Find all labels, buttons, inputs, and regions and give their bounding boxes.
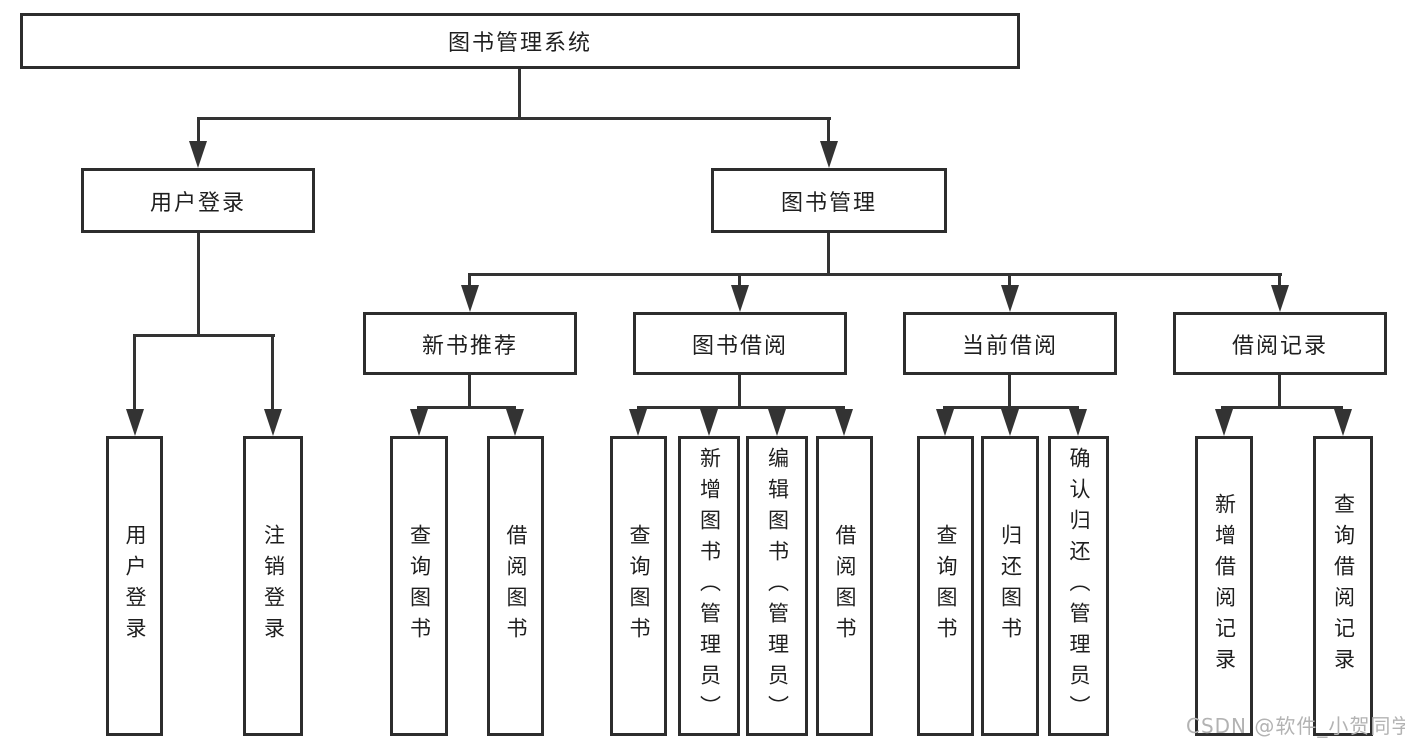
connector-horizontal xyxy=(637,406,845,409)
node-book-borrow: 图书借阅 xyxy=(633,312,847,375)
connector-vertical xyxy=(468,276,471,288)
leaf-logout: 注销登录 xyxy=(243,436,303,736)
connector-vertical xyxy=(518,69,521,119)
leaf-query-book-borrow: 查询图书 xyxy=(610,436,667,736)
connector-vertical xyxy=(133,336,136,411)
connector-vertical xyxy=(827,120,830,144)
arrow-down-icon xyxy=(700,409,718,436)
leaf-borrow-book: 借阅图书 xyxy=(816,436,873,736)
arrow-down-icon xyxy=(126,409,144,436)
arrow-down-icon xyxy=(189,141,207,168)
leaf-edit-book-admin: 编辑图书（管理员） xyxy=(746,436,808,736)
arrow-down-icon xyxy=(936,409,954,436)
arrow-down-icon xyxy=(731,285,749,312)
connector-horizontal xyxy=(197,117,831,120)
connector-vertical xyxy=(738,276,741,288)
connector-vertical xyxy=(827,233,830,276)
leaf-add-book-admin: 新增图书（管理员） xyxy=(678,436,740,736)
leaf-confirm-return-admin: 确认归还（管理员） xyxy=(1048,436,1109,736)
connector-horizontal xyxy=(1221,406,1343,409)
leaf-query-borrow-record: 查询借阅记录 xyxy=(1313,436,1373,736)
arrow-down-icon xyxy=(1001,409,1019,436)
arrow-down-icon xyxy=(1215,409,1233,436)
connector-vertical xyxy=(468,375,471,408)
leaf-borrow-book-recommend: 借阅图书 xyxy=(487,436,544,736)
node-book-management: 图书管理 xyxy=(711,168,947,233)
connector-horizontal xyxy=(943,406,1079,409)
connector-horizontal xyxy=(133,334,275,337)
leaf-query-book-recommend: 查询图书 xyxy=(390,436,448,736)
connector-horizontal xyxy=(417,406,516,409)
leaf-return-book: 归还图书 xyxy=(981,436,1039,736)
leaf-user-login: 用户登录 xyxy=(106,436,163,736)
arrow-down-icon xyxy=(1271,285,1289,312)
node-library-system: 图书管理系统 xyxy=(20,13,1020,69)
connector-vertical xyxy=(1278,276,1281,288)
node-new-book-recommend: 新书推荐 xyxy=(363,312,577,375)
connector-vertical xyxy=(271,336,274,411)
arrow-down-icon xyxy=(1069,409,1087,436)
leaf-add-borrow-record: 新增借阅记录 xyxy=(1195,436,1253,736)
connector-vertical xyxy=(1278,375,1281,408)
arrow-down-icon xyxy=(768,409,786,436)
leaf-query-book-current: 查询图书 xyxy=(917,436,974,736)
arrow-down-icon xyxy=(506,409,524,436)
node-current-borrow: 当前借阅 xyxy=(903,312,1117,375)
connector-vertical xyxy=(197,233,200,336)
watermark-text: CSDN @软件_小贺同学 xyxy=(1186,714,1405,738)
arrow-down-icon xyxy=(461,285,479,312)
connector-vertical xyxy=(197,120,200,144)
arrow-down-icon xyxy=(835,409,853,436)
arrow-down-icon xyxy=(1334,409,1352,436)
arrow-down-icon xyxy=(264,409,282,436)
node-user-login: 用户登录 xyxy=(81,168,315,233)
connector-vertical xyxy=(1008,276,1011,288)
arrow-down-icon xyxy=(820,141,838,168)
connector-vertical xyxy=(1008,375,1011,408)
node-borrow-records: 借阅记录 xyxy=(1173,312,1387,375)
arrow-down-icon xyxy=(410,409,428,436)
arrow-down-icon xyxy=(1001,285,1019,312)
connector-vertical xyxy=(738,375,741,408)
connector-horizontal xyxy=(468,273,1282,276)
arrow-down-icon xyxy=(629,409,647,436)
